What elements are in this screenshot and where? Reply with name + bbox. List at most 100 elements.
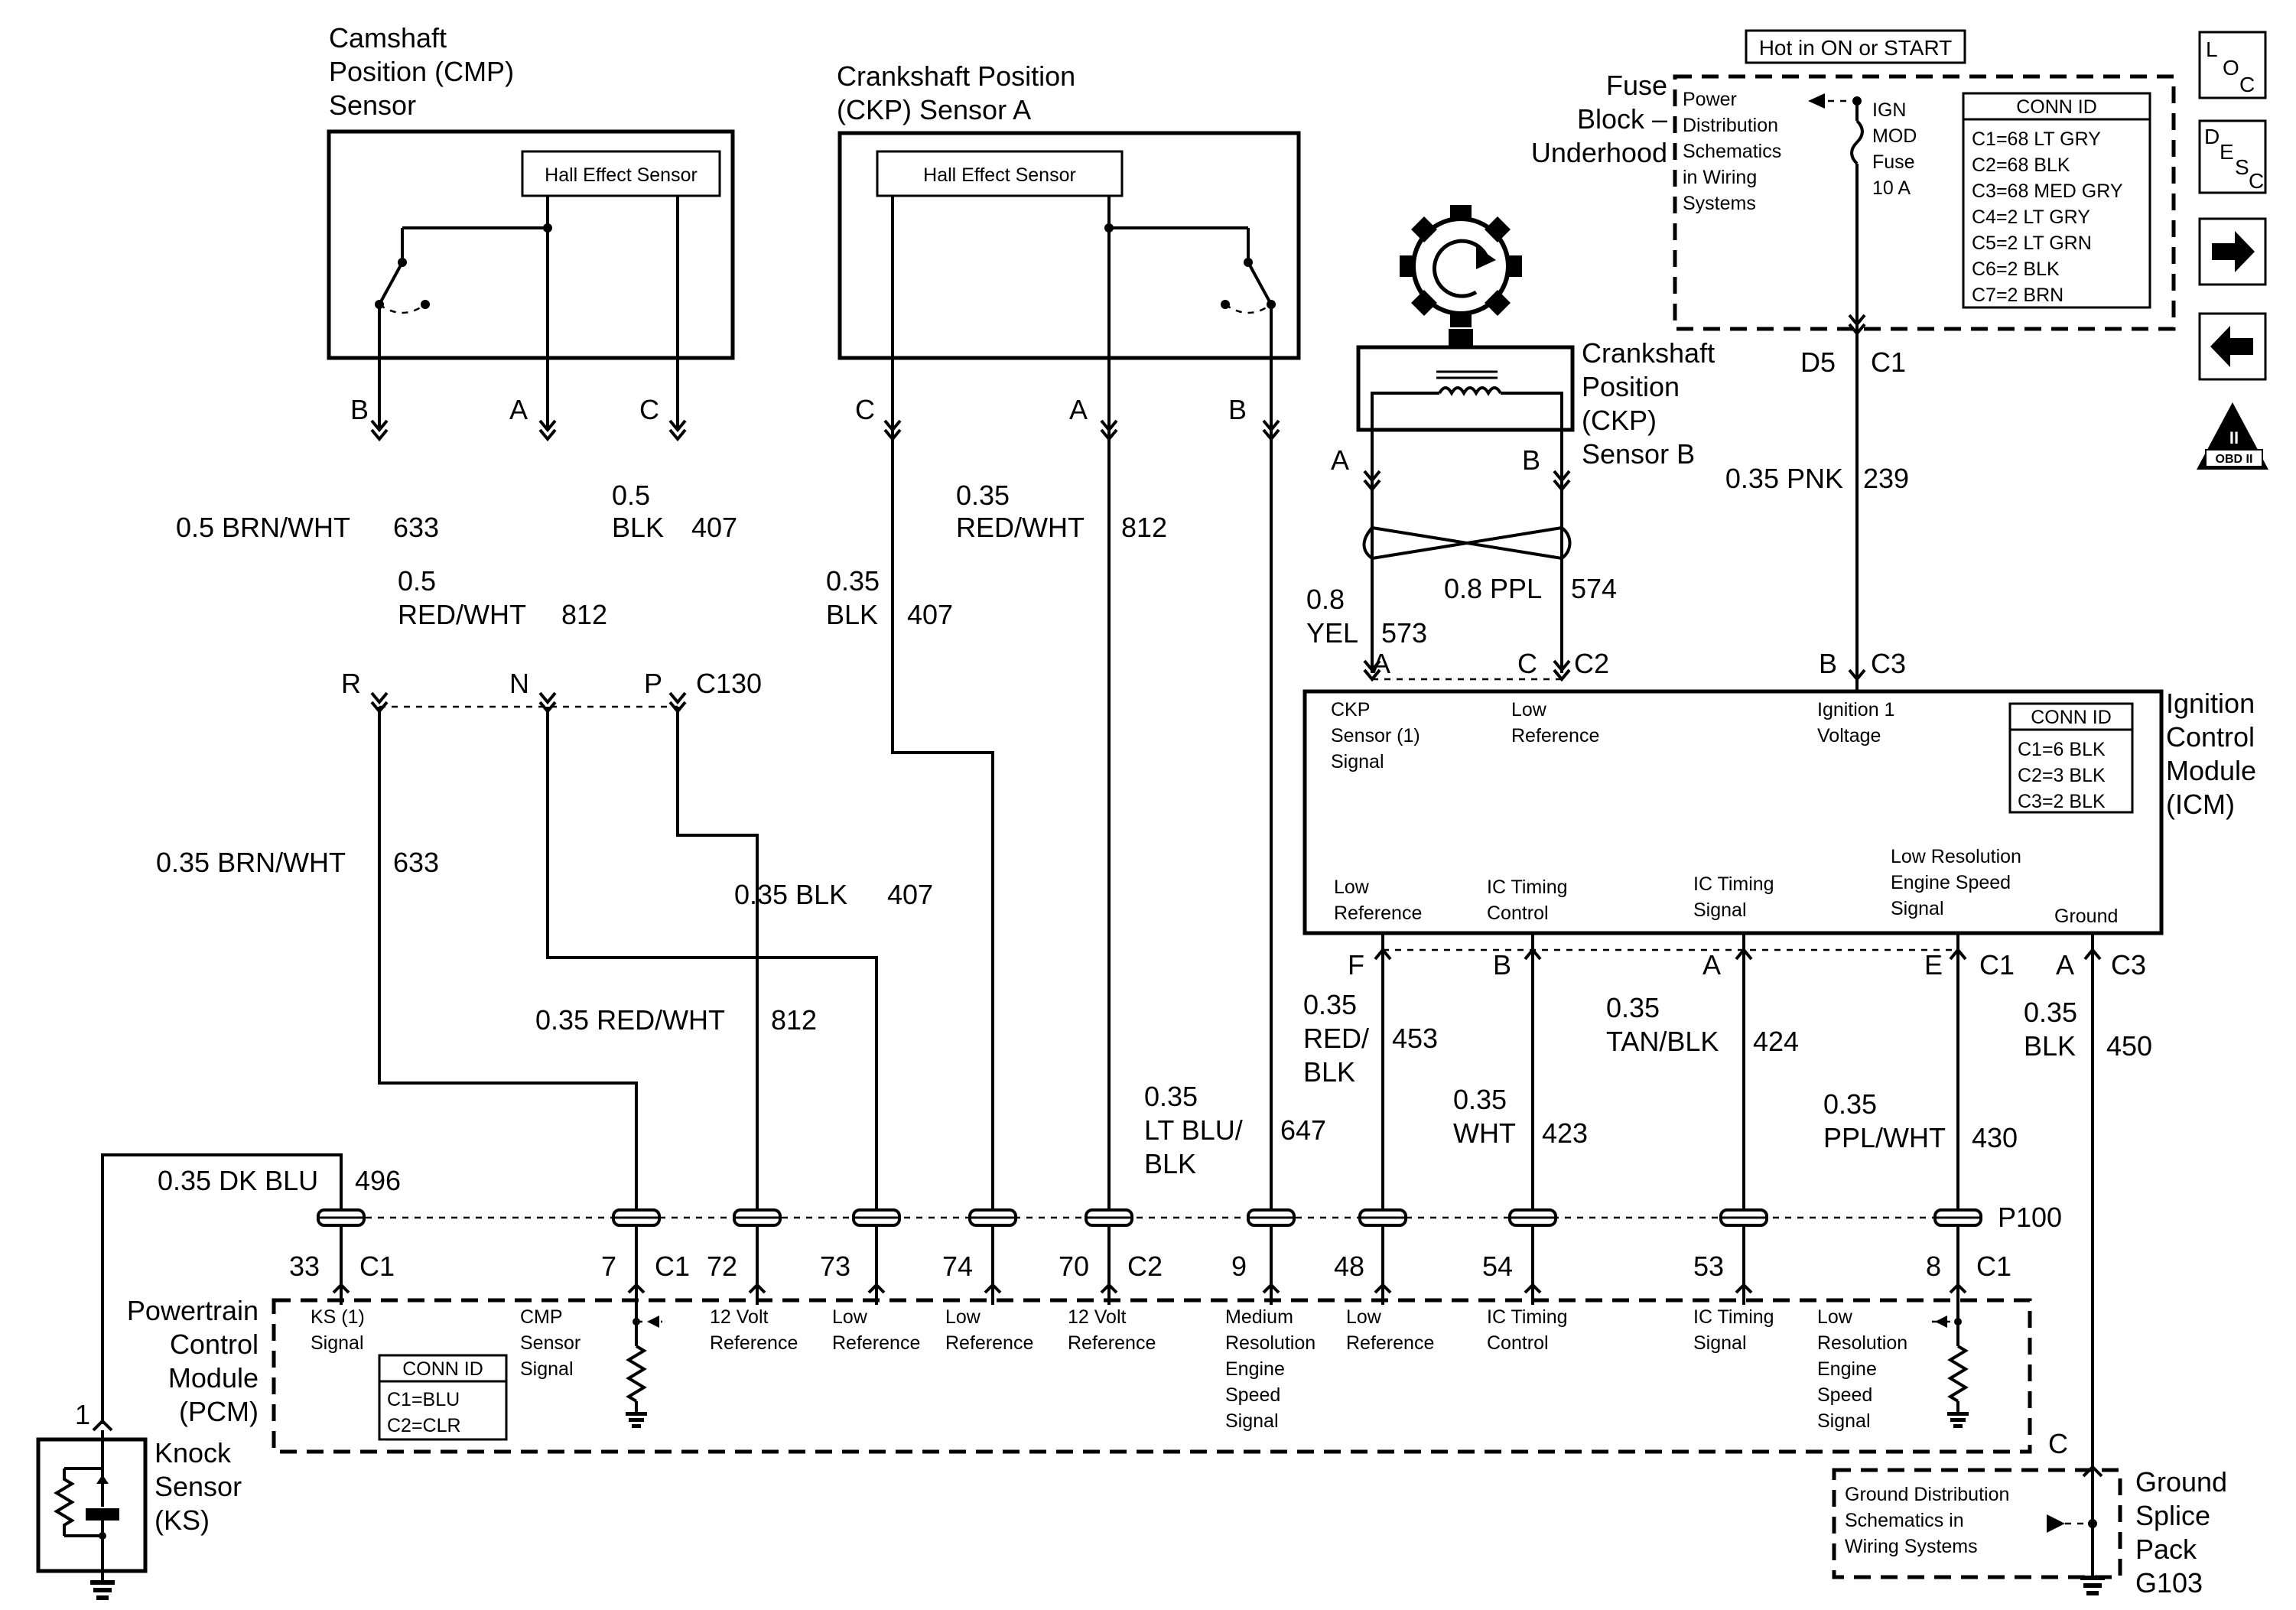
connector-chevron xyxy=(984,1283,1002,1294)
w573-color: YEL xyxy=(1306,617,1358,649)
ckp-b-box xyxy=(1356,345,1575,432)
w430-color: PPL/WHT xyxy=(1823,1122,1946,1153)
fuse-block: Hot in ON or START Fuse Block – Underhoo… xyxy=(1531,29,2176,378)
connector-chevron xyxy=(1949,1283,1967,1294)
c1-label: C1 xyxy=(1871,346,1906,378)
c130-name: C130 xyxy=(696,668,762,699)
icm-lb4-0: Ground xyxy=(2054,906,2118,927)
pcm-pin-label: Reference xyxy=(1346,1332,1434,1354)
pcm-pin-label: Resolution xyxy=(1817,1332,1907,1354)
p100-pin-48: 48 xyxy=(1334,1251,1364,1282)
w453-color-2: BLK xyxy=(1303,1056,1355,1088)
ground-note-1: Ground Distribution xyxy=(1845,1484,2009,1505)
cmp-hall-label: Hall Effect Sensor xyxy=(545,164,698,186)
cmp-sensor: Camshaft Position (CMP) Sensor Hall Effe… xyxy=(327,22,735,428)
connector-chevron xyxy=(1848,323,1866,337)
icm-lt2-1: Voltage xyxy=(1817,725,1881,746)
desc-d: D xyxy=(2204,125,2220,148)
c130-pin-r: R xyxy=(341,668,361,699)
icm-bpin-a: A xyxy=(1702,949,1721,981)
p100-pin-54: 54 xyxy=(1482,1251,1513,1282)
pcm-pin-label: 12 Volt xyxy=(1068,1306,1127,1328)
loc-button[interactable]: L O C xyxy=(2198,31,2267,99)
ckp-b-title-3: (CKP) xyxy=(1582,405,1657,436)
ground-icon xyxy=(90,1580,115,1585)
c130-pin-p: P xyxy=(644,668,662,699)
icm-lt0-1: Sensor (1) xyxy=(1331,725,1420,746)
cmp-pin-a: A xyxy=(509,394,528,425)
w812-low-color: 0.35 RED/WHT xyxy=(535,1004,725,1036)
icm-bpin-c3: C3 xyxy=(2111,949,2146,981)
fuse-conn-item: C6=2 BLK xyxy=(1972,259,2060,280)
arrow-right-icon xyxy=(2047,1514,2065,1533)
power-note-3: Schematics xyxy=(1683,141,1781,162)
fuse-label-2: MOD xyxy=(1872,125,1917,147)
knock-sensor-box xyxy=(36,1437,148,1573)
p100-pin-8: 8 xyxy=(1926,1251,1941,1282)
upper-wire-labels: 0.5 BRN/WHT 633 0.5 RED/WHT 812 0.5 BLK … xyxy=(176,463,1909,649)
icm-bpin-f: F xyxy=(1348,949,1364,981)
pcm-pin-label: IC Timing xyxy=(1693,1306,1774,1328)
cmp-title-3: Sensor xyxy=(329,89,416,121)
ckp-sensor-b: Crankshaft Position (CKP) Sensor B A B xyxy=(1331,205,1715,673)
icm-conn-item: C3=2 BLK xyxy=(2018,791,2106,812)
w812-mid-color: RED/WHT xyxy=(956,512,1085,543)
p100-pin-70: 70 xyxy=(1059,1251,1089,1282)
p100-name: P100 xyxy=(1998,1202,2062,1233)
connector-chevron xyxy=(538,691,557,705)
ground-note-3: Wiring Systems xyxy=(1845,1536,1978,1557)
pcm-pin-label: Low xyxy=(1817,1306,1853,1328)
connector-chevron xyxy=(1363,659,1381,673)
forward-arrow-button[interactable] xyxy=(2198,217,2267,286)
icm-lb2-1: Signal xyxy=(1693,899,1747,921)
connector-chevron xyxy=(1262,1283,1280,1294)
arrow-right-icon xyxy=(2212,231,2255,272)
pcm-pin-label: KS (1) xyxy=(311,1306,365,1328)
ckp-a-title-2: (CKP) Sensor A xyxy=(837,94,1031,125)
p100-pin-9: 9 xyxy=(1231,1251,1247,1282)
connector-chevron xyxy=(1100,1283,1118,1294)
icm-title-3: Module xyxy=(2166,755,2256,786)
ground-title-1: Ground xyxy=(2135,1466,2227,1498)
cmp-title-2: Position (CMP) xyxy=(329,56,514,87)
desc-c: C xyxy=(2249,169,2264,193)
power-note-2: Distribution xyxy=(1683,115,1778,136)
ckp-b-title-1: Crankshaft xyxy=(1582,337,1715,369)
resistor-icon xyxy=(1932,1305,1969,1428)
ground-title-2: Splice xyxy=(2135,1500,2210,1531)
cmp-sensor-box xyxy=(327,129,735,360)
pcm-pin-label: Speed xyxy=(1817,1384,1872,1406)
desc-button[interactable]: D E S C xyxy=(2198,119,2267,194)
pcm-pin-label: Low xyxy=(1346,1306,1382,1328)
connector-chevron xyxy=(668,428,687,442)
knock-title-3: (KS) xyxy=(154,1504,210,1536)
obd-ii-roman: II xyxy=(2229,428,2239,447)
back-arrow-button[interactable] xyxy=(2198,312,2267,381)
fuse-title-1: Fuse xyxy=(1606,70,1667,101)
connector-chevron xyxy=(1848,314,1866,327)
ckp-a-box xyxy=(837,131,1301,360)
pcm-pin-label: Reference xyxy=(710,1332,798,1354)
obd-ii-icon[interactable]: II OBD II xyxy=(2197,402,2268,470)
connector-chevron xyxy=(748,1283,766,1294)
ckp-a-pin-c: C xyxy=(855,394,875,425)
w647-color-1: LT BLU/ xyxy=(1144,1114,1243,1146)
knock-pin: 1 xyxy=(75,1399,90,1430)
p100-pin-7: 7 xyxy=(601,1251,616,1282)
ckp-a-pin-a: A xyxy=(1069,394,1088,425)
w453-color-1: RED/ xyxy=(1303,1023,1369,1054)
icm: A C C2 B C3 Ignition Control Module (ICM… xyxy=(1302,648,2256,981)
w424-circuit: 424 xyxy=(1753,1026,1799,1057)
w633-low-color: 0.35 BRN/WHT xyxy=(156,847,346,878)
connector-chevron xyxy=(538,428,557,442)
power-note-1: Power xyxy=(1683,89,1737,110)
pcm-pin-label: Signal xyxy=(311,1332,364,1354)
icm-lt2-0: Ignition 1 xyxy=(1817,699,1894,720)
pcm-pin-label: Reference xyxy=(832,1332,920,1354)
ground-splice-pack: C Ground Distribution Schematics in Wiri… xyxy=(1832,1428,2227,1599)
loc-c: C xyxy=(2239,73,2255,96)
w424-size: 0.35 xyxy=(1606,992,1660,1023)
connector-chevron xyxy=(1374,1283,1392,1294)
